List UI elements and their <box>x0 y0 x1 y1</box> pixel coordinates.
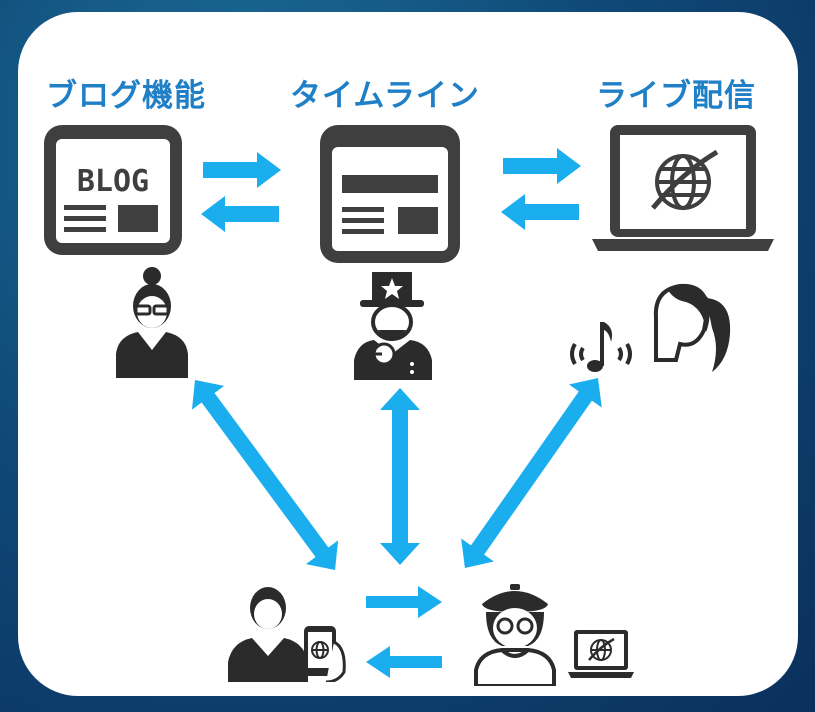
businessman-phone-icon <box>228 582 350 682</box>
small-laptop-globe-icon <box>568 630 634 680</box>
blog-card-icon: BLOG <box>44 125 182 255</box>
woman-glasses-icon <box>114 266 190 378</box>
timeline-card-icon <box>320 125 460 263</box>
woman-ponytail-icon <box>646 278 738 374</box>
title-timeline: タイムライン <box>290 78 480 114</box>
woman-beret-icon <box>472 582 558 686</box>
arrow-pair-timeline-live <box>501 148 581 230</box>
music-note-icon <box>565 318 637 378</box>
uncle-sam-icon <box>352 268 434 380</box>
title-live: ライブ配信 <box>596 78 756 114</box>
title-blog: ブログ機能 <box>46 78 206 114</box>
laptop-globe-icon <box>592 125 774 255</box>
arrow-pair-blog-timeline <box>201 152 281 232</box>
blog-card-label: BLOG <box>77 164 149 199</box>
